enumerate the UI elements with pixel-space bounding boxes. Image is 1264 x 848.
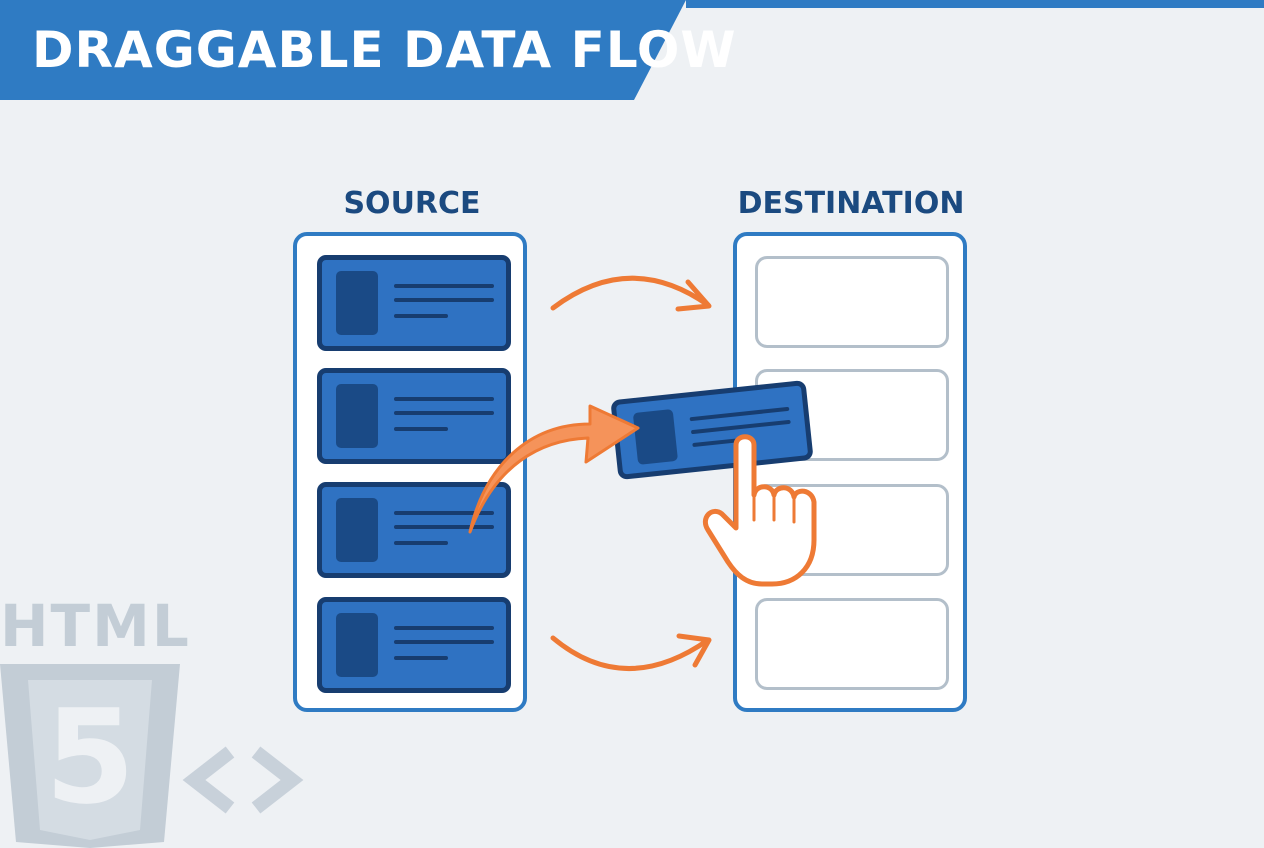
- html5-digit: 5: [44, 681, 136, 833]
- card-text-line: [689, 406, 790, 422]
- source-card[interactable]: [317, 482, 511, 578]
- card-text-line: [690, 419, 791, 435]
- card-thumbnail: [336, 498, 378, 562]
- source-card[interactable]: [317, 255, 511, 351]
- card-text-line: [394, 525, 494, 529]
- card-text-line: [394, 298, 494, 302]
- drop-slot[interactable]: [755, 484, 949, 576]
- drop-slot[interactable]: [755, 256, 949, 348]
- code-brackets-icon: [182, 746, 304, 814]
- card-text-line: [394, 541, 448, 545]
- title-banner-shape: [0, 0, 1264, 100]
- destination-panel: [733, 232, 967, 712]
- card-text-line: [394, 314, 448, 318]
- source-card[interactable]: [317, 368, 511, 464]
- card-thumbnail: [632, 409, 679, 465]
- card-text-line: [394, 656, 448, 660]
- card-thumbnail: [336, 384, 378, 448]
- flow-arrow-icon: [550, 275, 712, 312]
- source-panel: [293, 232, 527, 712]
- source-label: SOURCE: [343, 186, 481, 221]
- destination-label: DESTINATION: [737, 186, 965, 221]
- card-text-line: [394, 284, 494, 288]
- source-card[interactable]: [317, 597, 511, 693]
- card-text-line: [394, 397, 494, 401]
- card-text-line: [692, 436, 753, 448]
- card-text-line: [394, 626, 494, 630]
- card-text-line: [394, 411, 494, 415]
- drop-slot[interactable]: [755, 598, 949, 690]
- card-thumbnail: [336, 613, 378, 677]
- card-text-line: [394, 427, 448, 431]
- html-logo-text: HTML: [0, 592, 191, 660]
- flow-arrow-icon: [550, 633, 712, 671]
- card-text-line: [394, 640, 494, 644]
- card-text-line: [394, 511, 494, 515]
- page-title: DRAGGABLE DATA FLOW: [32, 21, 737, 79]
- card-thumbnail: [336, 271, 378, 335]
